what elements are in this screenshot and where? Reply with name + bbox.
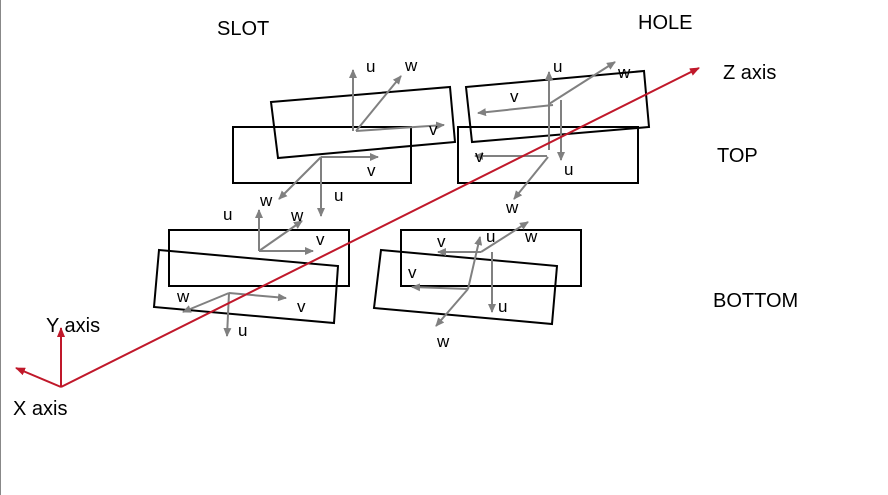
frame-u-label: u [334, 186, 344, 205]
slot-top-tilted-w-arrow [355, 75, 402, 132]
frame-u-label: u [498, 297, 508, 316]
y-axis-label: Y axis [46, 315, 101, 337]
bottom-label: BOTTOM [713, 290, 799, 312]
frame-u-label: u [223, 205, 233, 224]
hole-bottom-tilted-w-arrow [435, 288, 469, 327]
frame-u-label: u [238, 321, 248, 340]
hole-top-tilted-v-arrow [477, 104, 554, 117]
x-axis-arrow [15, 367, 62, 388]
slot-bottom-tilted-v-arrow [228, 292, 287, 302]
hole-bottom-tilted-v-arrow [411, 283, 469, 292]
frame-w-label: w [405, 56, 418, 75]
slot-bottom-tilted-w-arrow [182, 292, 230, 313]
frame-u-label: u [564, 160, 574, 179]
frame-v-label: v [429, 120, 438, 139]
frame-v-label: v [408, 263, 417, 282]
frame-w-label: w [291, 206, 304, 225]
frame-w-label: w [525, 227, 538, 246]
hole-top-tilted-w-arrow [548, 61, 616, 105]
frame-u-label: u [486, 227, 496, 246]
frame-w-label: w [437, 332, 450, 351]
x-axis-label: X axis [13, 398, 68, 420]
hole-top-tilted-rect [464, 69, 651, 144]
slot-top-tilted-rect [269, 85, 457, 160]
hole-bottom-tilted-u-arrow [467, 236, 483, 290]
frame-v-label: v [367, 161, 376, 180]
top-label: TOP [717, 145, 758, 167]
z-axis-arrow [60, 67, 700, 388]
hole-label: HOLE [638, 12, 693, 34]
frame-u-label: u [366, 57, 376, 76]
slot-bottom-tilted-rect [152, 248, 340, 325]
frame-u-label: u [553, 57, 563, 76]
frame-v-label: v [475, 147, 484, 166]
slot-bottom-tilted-u-arrow [223, 292, 232, 337]
frame-w-label: w [506, 198, 519, 217]
hole-bottom-tilted-rect [372, 248, 559, 326]
slot-top-w-arrow [278, 156, 322, 200]
frame-v-label: v [297, 297, 306, 316]
slot-top-tilted-v-arrow [355, 121, 445, 132]
frame-v-label: v [437, 232, 446, 251]
hole-top-w-arrow [513, 156, 549, 200]
frame-w-label: w [177, 287, 190, 306]
frame-v-label: v [316, 230, 325, 249]
slot-bottom-w-arrow [258, 220, 303, 252]
hole-bottom-w-arrow [480, 221, 529, 253]
frame-w-label: w [260, 191, 273, 210]
frame-v-label: v [510, 87, 519, 106]
frame-w-label: w [618, 63, 631, 82]
z-axis-label: Z axis [723, 62, 777, 84]
slot-label: SLOT [217, 18, 270, 40]
